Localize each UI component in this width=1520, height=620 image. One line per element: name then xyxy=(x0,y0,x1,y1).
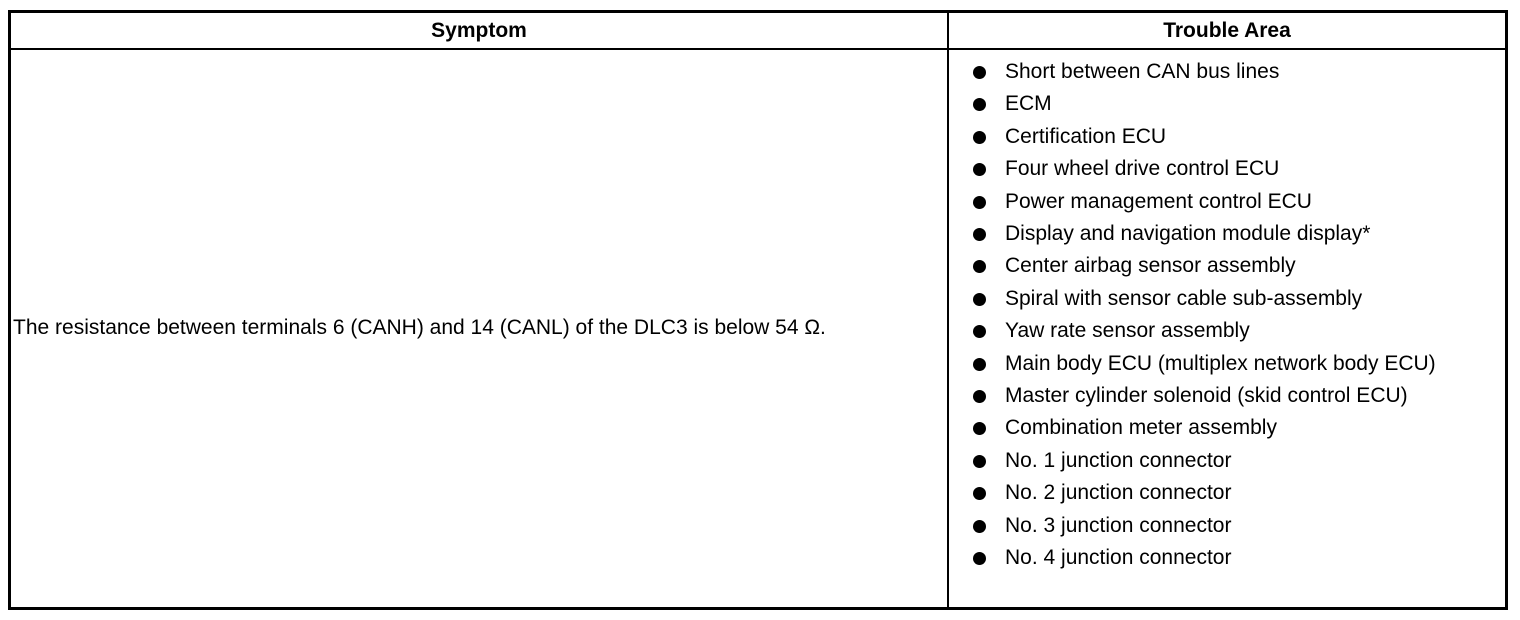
header-trouble-area: Trouble Area xyxy=(949,13,1505,50)
trouble-area-item: Combination meter assembly xyxy=(971,412,1493,444)
trouble-area-item: Power management control ECU xyxy=(971,186,1493,218)
trouble-area-text: Center airbag sensor assembly xyxy=(1005,254,1296,278)
symptom-text: The resistance between terminals 6 (CANH… xyxy=(13,316,826,340)
trouble-area-text: Combination meter assembly xyxy=(1005,416,1277,440)
trouble-area-text: Master cylinder solenoid (skid control E… xyxy=(1005,384,1408,408)
bullet-icon xyxy=(971,445,1005,477)
bullet-icon xyxy=(971,121,1005,153)
bullet-icon xyxy=(971,88,1005,120)
bullet-icon xyxy=(971,477,1005,509)
trouble-area-item: ECM xyxy=(971,88,1493,120)
header-symptom: Symptom xyxy=(11,13,949,50)
bullet-icon xyxy=(971,250,1005,282)
trouble-area-item: Four wheel drive control ECU xyxy=(971,153,1493,185)
bullet-icon xyxy=(971,218,1005,250)
trouble-area-text: Certification ECU xyxy=(1005,124,1167,148)
trouble-area-text: Main body ECU (multiplex network body EC… xyxy=(1005,351,1436,375)
trouble-area-item: Center airbag sensor assembly xyxy=(971,250,1493,282)
trouble-area-item: Short between CAN bus lines xyxy=(971,56,1493,88)
bullet-icon xyxy=(971,283,1005,315)
trouble-area-text: No. 3 junction connector xyxy=(1005,513,1232,537)
trouble-area-item: No. 2 junction connector xyxy=(971,477,1493,509)
trouble-area-text: Display and navigation module display* xyxy=(1005,222,1371,246)
bullet-icon xyxy=(971,56,1005,88)
trouble-area-text: Power management control ECU xyxy=(1005,189,1312,213)
trouble-area-text: Spiral with sensor cable sub-assembly xyxy=(1005,286,1363,310)
bullet-icon xyxy=(971,315,1005,347)
trouble-area-text: Four wheel drive control ECU xyxy=(1005,157,1280,181)
trouble-table: Symptom Trouble Area The resistance betw… xyxy=(8,10,1508,610)
trouble-area-item: Certification ECU xyxy=(971,121,1493,153)
trouble-area-item: No. 3 junction connector xyxy=(971,510,1493,542)
trouble-area-item: No. 1 junction connector xyxy=(971,445,1493,477)
symptom-cell: The resistance between terminals 6 (CANH… xyxy=(11,50,949,607)
bullet-icon xyxy=(971,153,1005,185)
trouble-area-item: Master cylinder solenoid (skid control E… xyxy=(971,380,1493,412)
trouble-area-item: Display and navigation module display* xyxy=(971,218,1493,250)
trouble-area-text: No. 4 junction connector xyxy=(1005,546,1232,570)
trouble-area-item: Spiral with sensor cable sub-assembly xyxy=(971,283,1493,315)
trouble-area-item: No. 4 junction connector xyxy=(971,542,1493,574)
bullet-icon xyxy=(971,412,1005,444)
trouble-area-text: Short between CAN bus lines xyxy=(1005,60,1280,83)
trouble-area-text: No. 1 junction connector xyxy=(1005,448,1232,472)
bullet-icon xyxy=(971,510,1005,542)
bullet-icon xyxy=(971,380,1005,412)
trouble-area-text: Yaw rate sensor assembly xyxy=(1005,319,1250,343)
bullet-icon xyxy=(971,186,1005,218)
trouble-area-text: ECM xyxy=(1005,92,1052,116)
trouble-area-item: Yaw rate sensor assembly xyxy=(971,315,1493,347)
bullet-icon xyxy=(971,348,1005,380)
trouble-area-item: Main body ECU (multiplex network body EC… xyxy=(971,348,1493,380)
bullet-icon xyxy=(971,542,1005,574)
trouble-area-text: No. 2 junction connector xyxy=(1005,481,1232,505)
